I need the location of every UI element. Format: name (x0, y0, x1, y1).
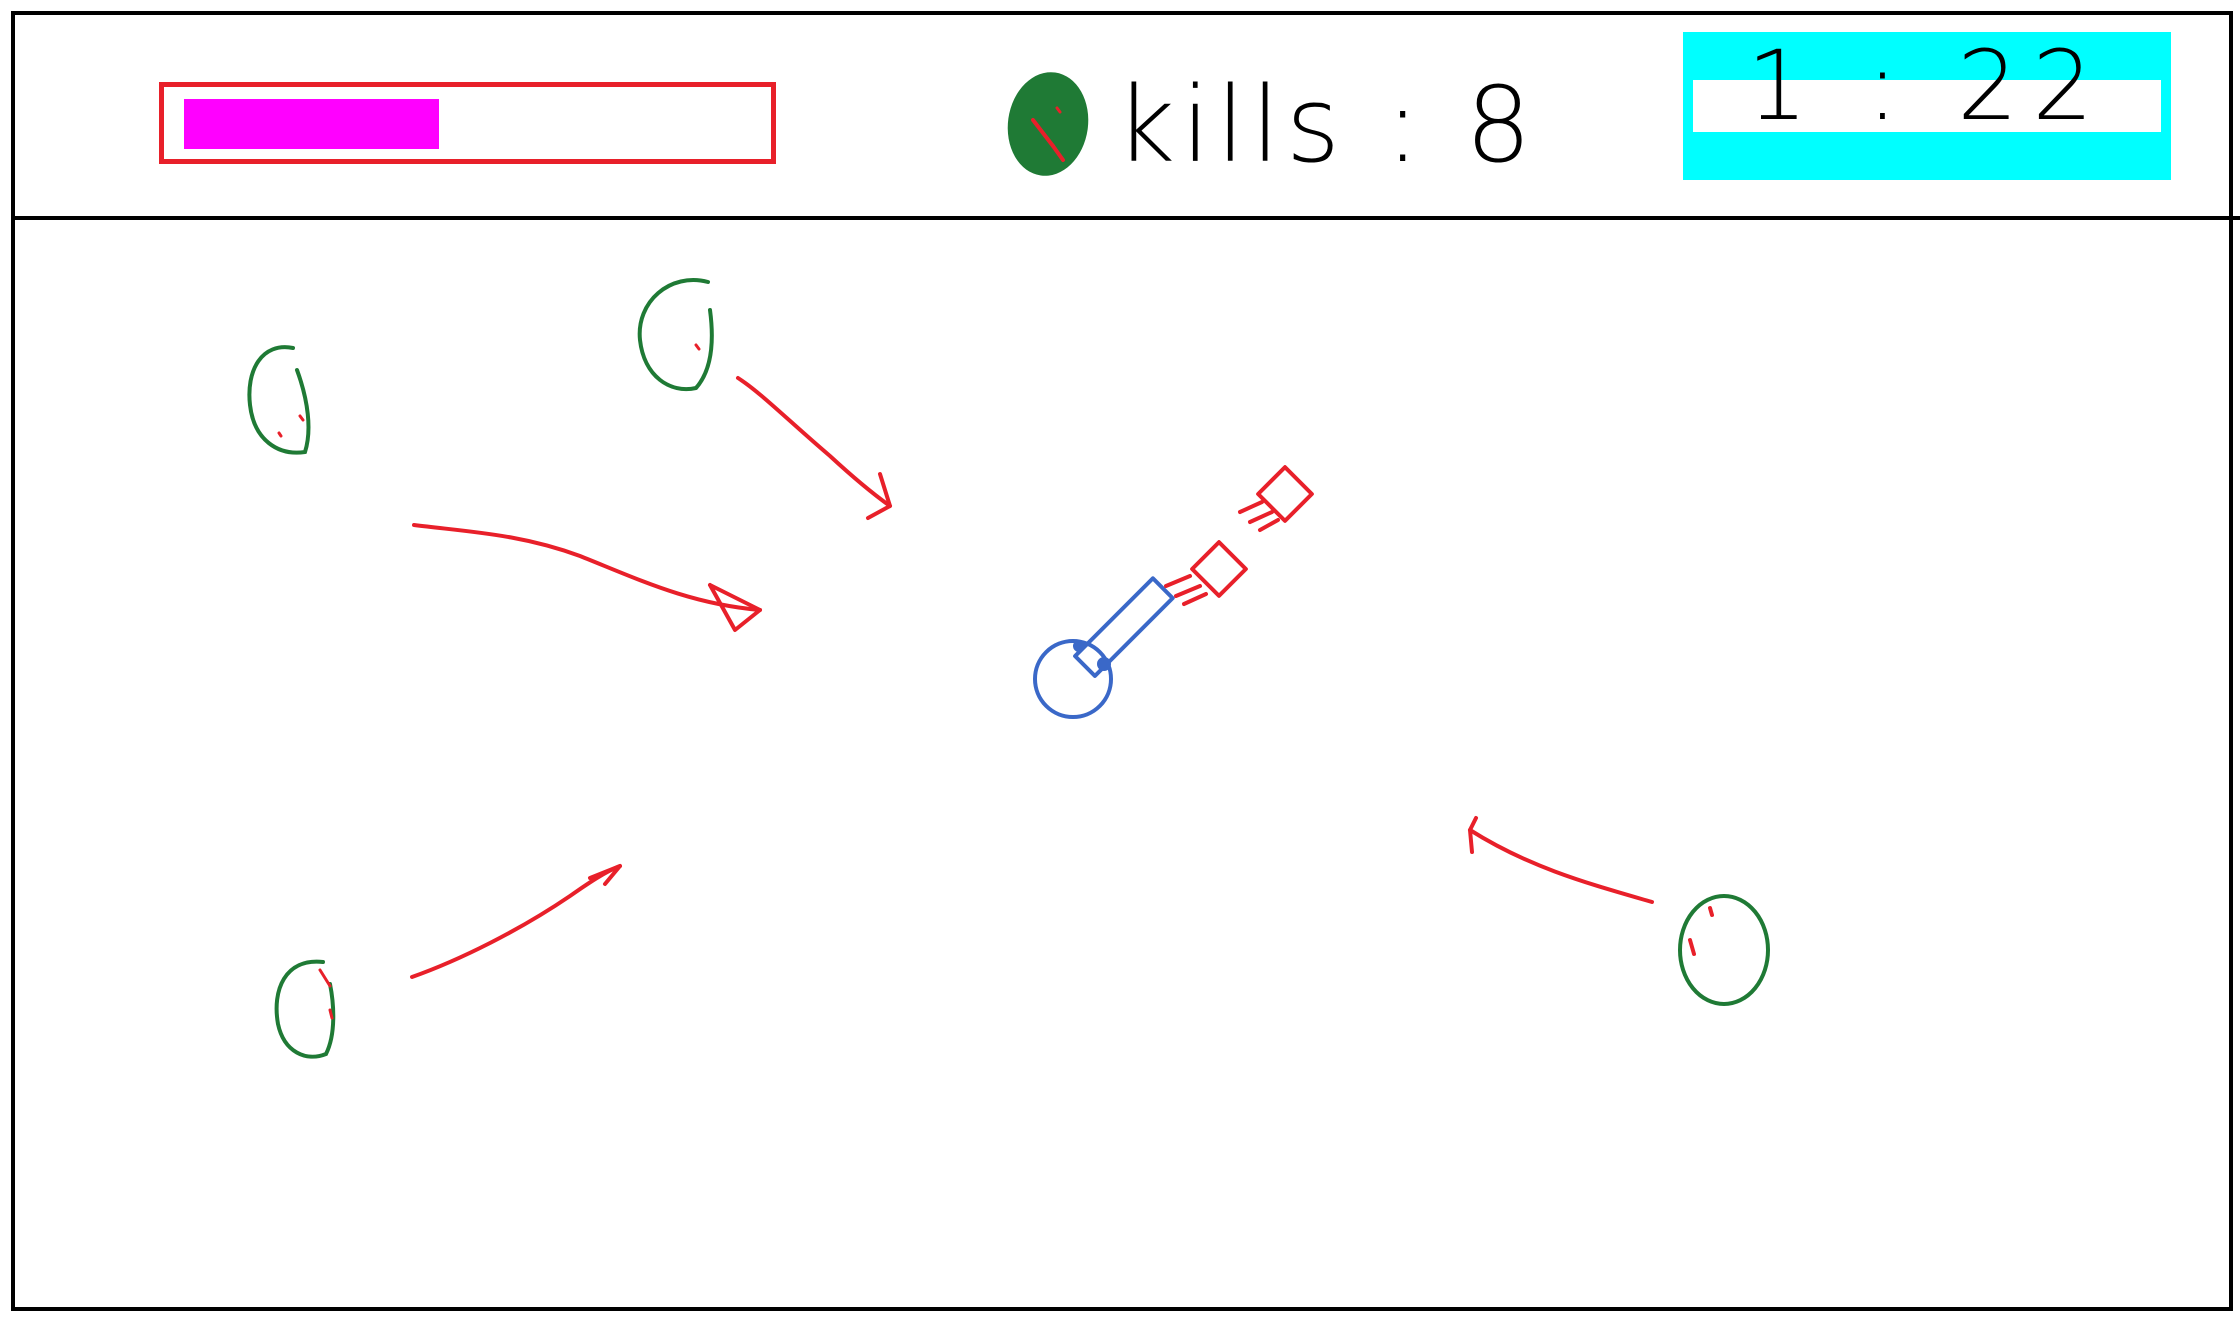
zombie-path-arrow (412, 523, 762, 632)
timer-display (1693, 80, 2161, 132)
timer-box: 1 : 22 (1683, 32, 2171, 180)
zombie-head-icon (1007, 71, 1089, 176)
health-bar (159, 82, 776, 164)
zombie (247, 345, 311, 455)
kills-label: kills : 8 (1115, 64, 1538, 186)
zombie (274, 959, 336, 1059)
kills-counter: kills : 8 (1005, 40, 1537, 210)
health-bar-fill (184, 99, 439, 149)
bullet (1164, 540, 1248, 606)
zombie-path-arrow (736, 376, 892, 520)
timer-label: 1 : 22 (1746, 30, 2108, 142)
hud-divider (11, 216, 2240, 220)
zombie-path-arrow (1468, 816, 1654, 904)
player-tank-icon (1033, 576, 1175, 719)
bullet (1238, 465, 1314, 532)
zombie (637, 278, 714, 392)
game-frame (11, 11, 2233, 1311)
zombie-path-arrow (410, 864, 622, 979)
zombie (1678, 894, 1770, 1006)
